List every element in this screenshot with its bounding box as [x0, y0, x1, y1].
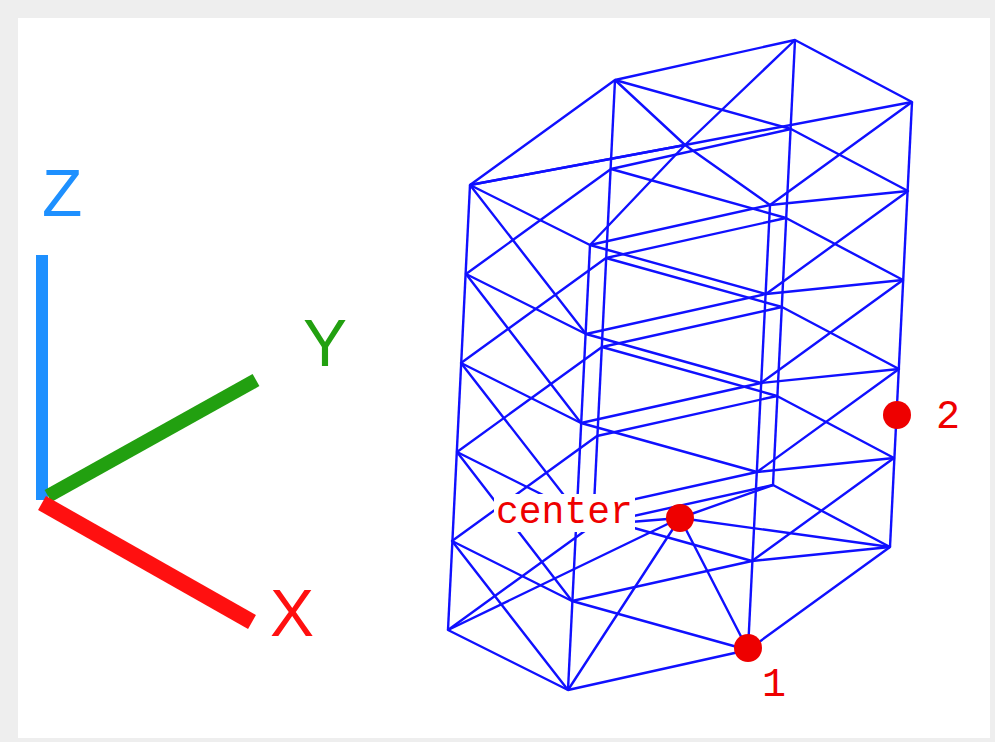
mesh-edge [448, 185, 470, 630]
mesh-diagonals [452, 185, 586, 690]
y-axis [48, 380, 256, 496]
mesh-ring [452, 396, 894, 601]
marker-dots [666, 401, 911, 662]
mesh-ring [457, 307, 899, 512]
callout-number: 2 [934, 398, 962, 438]
mesh-spokes [470, 40, 912, 245]
mesh-ring [466, 129, 908, 334]
mesh-spokes [448, 485, 890, 690]
z-axis [36, 255, 48, 500]
x-axis [42, 503, 252, 622]
mesh-edge [890, 102, 912, 547]
point-dot [734, 634, 762, 662]
point-dot [883, 401, 911, 429]
callout-number: 1 [760, 666, 788, 706]
mesh-ring [470, 40, 912, 245]
point-label: center [494, 494, 635, 532]
center-dot [666, 504, 694, 532]
axis-triad [42, 255, 256, 622]
mesh-diagonals [752, 191, 908, 561]
axis-label: Z [40, 160, 84, 226]
wireframe-mesh [448, 40, 912, 690]
background-panel [18, 18, 990, 738]
mesh-edge [773, 40, 795, 485]
mesh-edge [593, 80, 615, 525]
mesh-ring [448, 485, 890, 690]
mesh-diagonals [602, 80, 791, 396]
axis-label: X [268, 580, 316, 646]
axis-label: Y [301, 310, 349, 376]
mesh-edge [748, 205, 770, 650]
mesh-edge [568, 245, 590, 690]
mesh-ring [461, 218, 903, 423]
mesh-diagonals [572, 245, 766, 650]
